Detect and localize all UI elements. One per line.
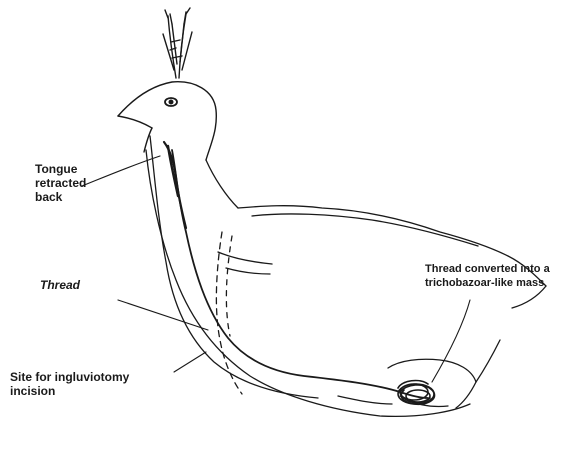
label-thread: Thread xyxy=(40,278,80,292)
crest xyxy=(163,8,192,78)
leader-incision xyxy=(174,352,206,372)
leader-lines xyxy=(82,156,470,382)
thread xyxy=(168,146,428,398)
label-trichobezoar-mass: Thread converted into a trichobazoar-lik… xyxy=(425,262,550,290)
leader-thread xyxy=(118,300,208,330)
label-tongue-retracted: Tongue retracted back xyxy=(35,162,86,204)
leader-mass xyxy=(432,300,470,382)
label-ingluviotomy-site: Site for ingluviotomy incision xyxy=(10,370,129,398)
